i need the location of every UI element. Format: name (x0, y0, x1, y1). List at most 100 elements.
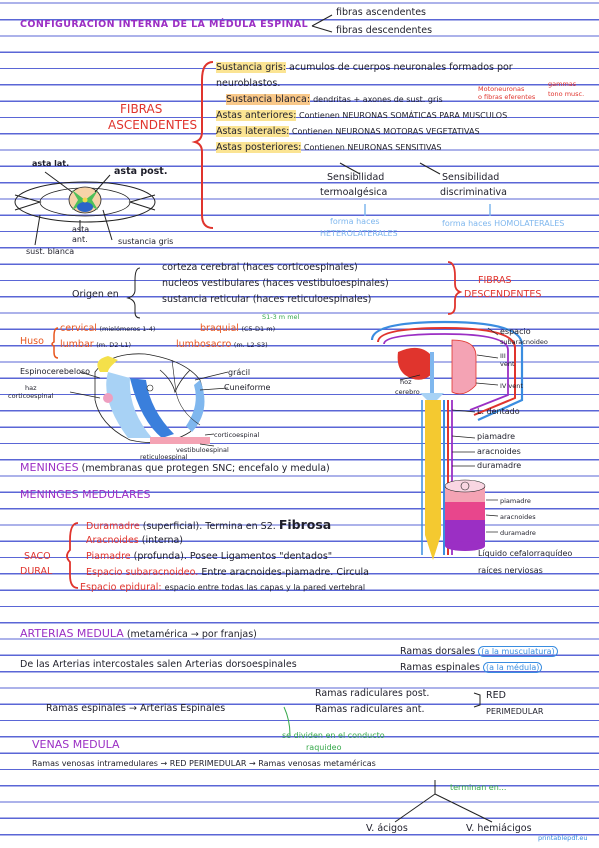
cyl-duramadre-label: duramadre (500, 529, 536, 537)
lumbosacro-range: (m. L2-S3) (233, 341, 268, 349)
terminan-note: terminan en... (450, 783, 507, 792)
piamadre-label: piamadre (477, 432, 516, 441)
haz-label-2: corticoespinal (8, 392, 54, 400)
lumbar-term: lumbar (60, 339, 94, 350)
braquial-term: braquial (200, 323, 239, 334)
sustancia-blanca-line: Sustancia blanca: dendritas + axones de … (226, 94, 443, 106)
branch-fibras-ascendentes: fibras ascendentes (336, 7, 426, 18)
astas-anteriores-line: Astas anteriores: Contienen NEURONAS SOM… (216, 110, 507, 122)
fibras-descendentes-label-2: DESCENDENTES (464, 289, 542, 300)
espacio-label-2: subaracnoideo (500, 338, 548, 346)
ramas-dorsales-note: (a la musculatura) (478, 646, 558, 657)
venas-title: VENAS MEDULA (32, 738, 120, 751)
blanca-note-1: Motoneuronas (478, 85, 525, 93)
huso-braquial-line: braquial (C5-D1 m) (200, 323, 275, 335)
liquido-label: Líquido cefalorraquídeo (478, 549, 573, 558)
astas-posteriores-line: Astas posteriores: Contienen NEURONAS SE… (216, 142, 442, 154)
asta-ant-label-2: ant. (72, 235, 88, 244)
saco-label-2: DURAL (20, 566, 53, 577)
page-title: CONFIGURACION INTERNA DE LA MÉDULA ESPIN… (20, 19, 309, 30)
ramas-dorsales-line: Ramas dorsales (a la musculatura) (400, 646, 558, 658)
sensibilidad-2a: Sensibilidad (442, 172, 500, 183)
vestibuloespinal-label: vestibuloespinal (176, 446, 229, 454)
huso-label: Huso (20, 336, 44, 347)
sensibilidad-1b: termoalgésica (320, 187, 388, 198)
sustancia-blanca-def: dendritas + axones de sust. gris (313, 95, 443, 104)
meninges-line: MENINGES (membranas que protegen SNC; en… (20, 462, 330, 475)
duramadre-def: (superficial). Termina en S2. (142, 521, 276, 532)
arterias-title-note: (metamérica → por franjas) (126, 629, 257, 640)
arterias-title: ARTERIAS MEDULA (20, 627, 124, 640)
sustancia-gris-def-2: neuroblastos. (216, 78, 281, 89)
blanca-note-3: gammas (548, 80, 577, 88)
astas-anteriores-def: Contienen NEURONAS SOMÁTICAS PARA MUSCUL… (298, 111, 508, 120)
radiculares-ant: Ramas radiculares ant. (315, 704, 425, 715)
astas-anteriores-term: Astas anteriores: (216, 110, 297, 121)
red-label: RED (486, 690, 506, 701)
reticuloespinal-label: reticuloespinal (140, 453, 188, 461)
braquial-range: (C5-D1 m) (241, 325, 276, 333)
origen-item-1: corteza cerebral (haces corticoespinales… (162, 262, 358, 273)
cyl-aracnoides-label: aracnoides (500, 513, 536, 521)
aracnoides-line: Aracnoides (interna) (86, 535, 183, 547)
ramas-espinales: Ramas espinales (400, 662, 480, 673)
piamadre-term: Piamadre (86, 551, 131, 562)
hoz-label-1: hoz (400, 378, 412, 386)
sustancia-gris-line: Sustancia gris: acumulos de cuerpos neur… (216, 62, 513, 74)
duramadre-label: duramadre (477, 461, 522, 470)
aracnoides-term: Aracnoides (86, 535, 139, 546)
iii-vent-label: vent (500, 360, 515, 368)
tracts-diagram (69, 353, 229, 447)
iii-label: III (500, 352, 506, 360)
forma-haces-1b: HETEROLATERALES (320, 229, 398, 238)
espacio-label-1: espacio (500, 327, 531, 336)
lumbosacro-term: lumbosacro (176, 339, 232, 350)
hoz-label-2: cerebro (395, 388, 420, 396)
dividen-note-1: se dividen en el conducto (282, 731, 385, 740)
dividen-note-2: raquideo (306, 743, 342, 752)
fibras-ascendentes-label-1: FIBRAS (120, 102, 163, 116)
huso-cervical-line: cervical (mielómeros 1-4) (60, 323, 155, 335)
raices-label: raíces nerviosas (478, 566, 543, 575)
arterias-line-1: De las Arterias intercostales salen Arte… (20, 659, 297, 670)
blanca-note-4: tono musc. (548, 90, 585, 98)
cyl-piamadre-label: piamadre (500, 497, 531, 505)
astas-posteriores-term: Astas posteriores: (216, 142, 302, 153)
corticoespinal-label: corticoespinal (214, 431, 260, 439)
sensibilidad-1a: Sensibilidad (327, 172, 385, 183)
ramas-espinales-note: (a la médula) (483, 662, 543, 673)
astas-laterales-term: Astas laterales: (216, 126, 290, 137)
radiculares-post: Ramas radiculares post. (315, 688, 430, 699)
cervical-range: (mielómeros 1-4) (99, 325, 156, 333)
cross-section-diagram (14, 171, 156, 246)
meninges-medulares-title: MENINGES MEDULARES (20, 488, 151, 501)
ramas-espinales-line: Ramas espinales (a la médula) (400, 662, 543, 674)
arterias-line: ARTERIAS MEDULA (metamérica → por franja… (20, 628, 257, 641)
cuneiforme-label: Cuneiforme (224, 383, 271, 392)
l-dentado-label: L. dentado (477, 407, 520, 416)
v-azigos: V. ácigos (366, 823, 408, 834)
venas-line: Ramas venosas intramedulares → RED PERIM… (32, 759, 376, 768)
forma-haces-2: forma haces HOMOLATERALES (442, 219, 565, 228)
epidural-line: Espacio epidural: espacio entre todas la… (80, 582, 365, 594)
forma-haces-1a: forma haces (330, 217, 380, 226)
sust-blanca-label: sust. blanca (26, 247, 75, 256)
meninges-cylinder (444, 479, 499, 551)
piamadre-line: Piamadre (profunda). Posee Ligamentos "d… (86, 551, 332, 563)
fibras-ascendentes-label-2: ASCENDENTES (108, 118, 198, 132)
huso-lumbar-line: lumbar (m. D2-L1) (60, 339, 131, 351)
sustancia-blanca-term: Sustancia blanca: (226, 94, 311, 105)
perimedular-label: PERIMEDULAR (486, 707, 544, 716)
saco-label-1: SACO (24, 551, 51, 562)
asta-ant-label-1: asta (72, 225, 90, 234)
blanca-note-2: o fibras eferentes (478, 93, 536, 101)
aracnoides-label: aracnoides (477, 447, 521, 456)
sustancia-gris-def: acumulos de cuerpos neuronales formados … (289, 62, 513, 73)
subaracnoideo-def: Entre aracnoides-piamadre. Circula (201, 567, 369, 578)
lumbar-range: (m. D2-L1) (96, 341, 132, 349)
espinocerebeloso-label: Espinocerebeloso (20, 367, 91, 376)
epidural-def: espacio entre todas las capas y la pared… (164, 583, 366, 592)
subaracnoideo-line: Espacio subaracnoideo. Entre aracnoides-… (86, 567, 369, 579)
piamadre-def: (profunda). Posee Ligamentos "dentados" (133, 551, 333, 562)
